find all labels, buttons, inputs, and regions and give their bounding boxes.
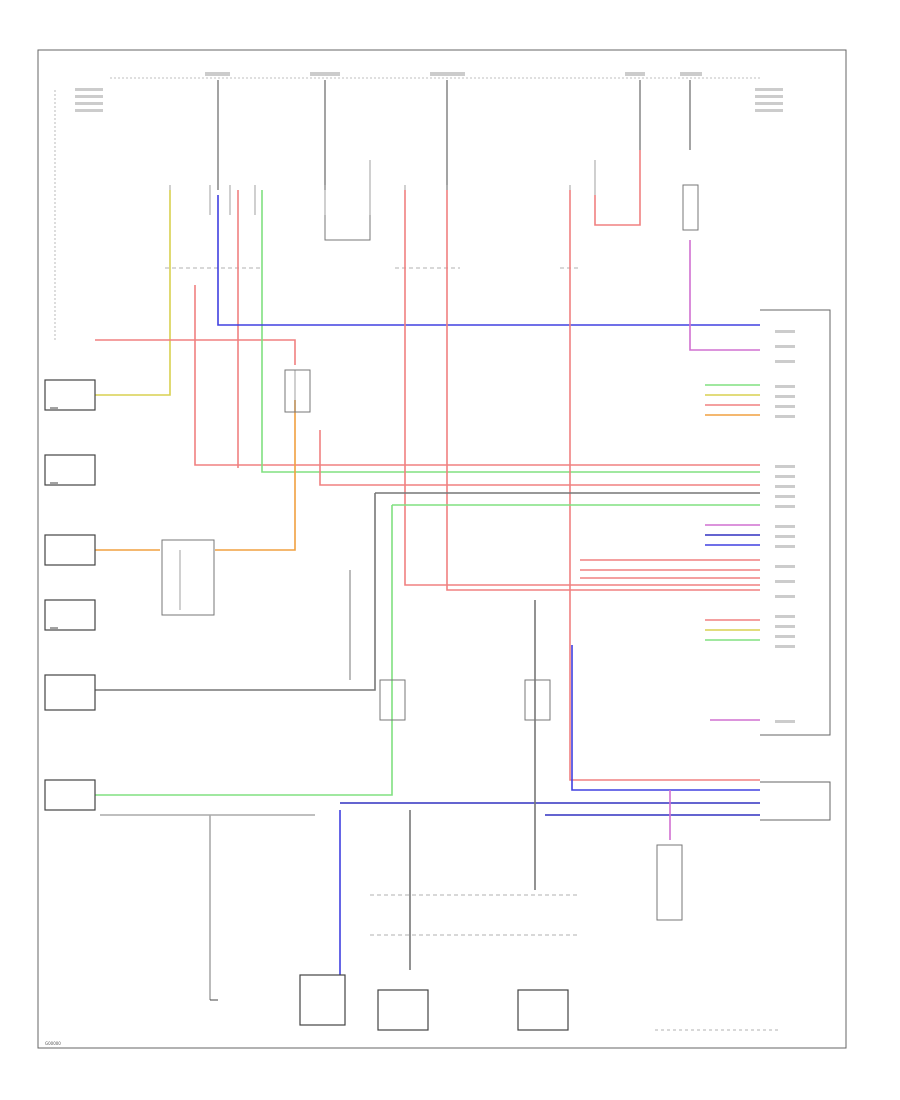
- relay-label-top-left-3: [75, 102, 103, 105]
- connector-bracket-2: [594, 150, 641, 226]
- orange-wire: [95, 400, 296, 551]
- red-wire-7: [319, 430, 760, 486]
- ecu-wire-stubs: [705, 384, 760, 641]
- connector-bracket-1: [324, 215, 371, 241]
- ground-symbols: [50, 407, 218, 1001]
- green-wire-1: [261, 190, 760, 473]
- fuse-label-5: [680, 72, 702, 76]
- unlock-warning-switch: [299, 974, 346, 1026]
- blue-wire-main: [217, 195, 760, 326]
- left-door-switch: [377, 989, 429, 1031]
- ecu-box-lower: [760, 781, 831, 821]
- blue-wire-lower-1: [571, 645, 760, 791]
- middle-junction-2: [524, 679, 551, 721]
- ecu-pin-labels: [775, 330, 795, 723]
- red-wire-5: [446, 190, 760, 591]
- upper-connectors: [169, 160, 596, 215]
- fuse-label-1: [205, 72, 230, 76]
- fuse-label-2: [310, 72, 340, 76]
- violet-wire: [689, 240, 760, 351]
- red-wire-1: [194, 285, 760, 466]
- left-switches: [44, 379, 96, 811]
- relay-label-top-left-4: [75, 109, 103, 112]
- red-wire-2: [95, 339, 296, 365]
- relay-label-top-right-3: [755, 102, 783, 105]
- ecu-box: [760, 309, 831, 736]
- junction-block-1: [284, 369, 311, 413]
- red-wire-4: [404, 190, 760, 586]
- control-relay: [656, 844, 683, 921]
- diagram-frame: [37, 49, 847, 1049]
- junction-block-2: [161, 539, 215, 616]
- gray-wire-2: [95, 493, 376, 691]
- relay-label-top-left: [75, 88, 103, 91]
- relay-label-top-left-2: [75, 95, 103, 98]
- relay-label-top-right: [755, 88, 783, 91]
- relay-label-top-right-2: [755, 95, 783, 98]
- right-door-switch: [517, 989, 569, 1031]
- fuse-label-4: [625, 72, 645, 76]
- fuse-labels: [75, 72, 783, 112]
- interior-light-relay: [682, 184, 699, 231]
- green-wire-3: [95, 505, 393, 796]
- fuse-feeds: [217, 80, 691, 190]
- fuse-label-3: [430, 72, 465, 76]
- red-wire-6: [569, 190, 760, 781]
- middle-junction-1: [379, 679, 406, 721]
- yellow-wire: [95, 190, 171, 396]
- relay-label-top-right-4: [755, 109, 783, 112]
- figure-code: G00000: [45, 1041, 61, 1046]
